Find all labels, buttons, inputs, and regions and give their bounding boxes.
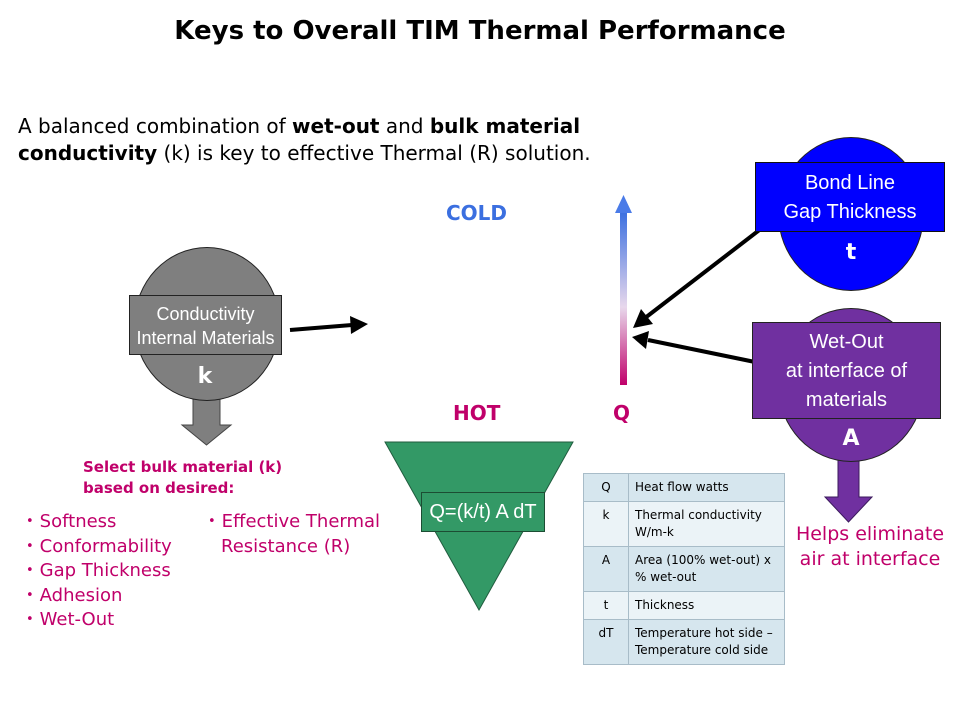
intro-bold-conductivity: bulk material conductivity xyxy=(18,114,581,165)
legend-meaning: Thickness xyxy=(628,591,785,620)
helps-text-line2: air at interface xyxy=(799,548,941,570)
helps-text-line1: Helps eliminate xyxy=(795,523,945,545)
intro-bold-wet-out: wet-out xyxy=(292,114,380,138)
legend-symbol: Q xyxy=(583,473,629,502)
select-heading: Select bulk material (k) based on desire… xyxy=(83,457,282,499)
list-item: Gap Thickness xyxy=(26,560,172,585)
legend-meaning: Area (100% wet-out) x % wet-out xyxy=(628,546,785,592)
conductivity-arrow-head xyxy=(350,316,368,334)
list-item: Conformability xyxy=(26,536,172,561)
bond-line-label-line1: Bond Line xyxy=(804,172,896,194)
legend-meaning: Temperature hot side – Temperature cold … xyxy=(628,619,785,665)
wet-out-label-line3: materials xyxy=(805,389,888,411)
select-heading-line1: Select bulk material (k) xyxy=(83,458,283,476)
t-letter: t xyxy=(845,240,857,265)
k-letter: k xyxy=(197,364,213,389)
legend-meaning: Heat flow watts xyxy=(628,473,785,502)
conductivity-label-box: Conductivity Internal Materials xyxy=(129,295,282,355)
list-item: Wet-Out xyxy=(26,609,172,634)
table-row: A Area (100% wet-out) x % wet-out xyxy=(583,546,785,592)
legend-symbol: t xyxy=(583,591,629,620)
conductivity-label-line1: Conductivity xyxy=(156,304,255,324)
intro-part3: (k) is key to effective Thermal (R) solu… xyxy=(157,141,591,165)
bond-line-label-line2: Gap Thickness xyxy=(783,201,917,223)
variable-legend-table: Q Heat flow watts k Thermal conductivity… xyxy=(583,473,785,665)
table-row: dT Temperature hot side – Temperature co… xyxy=(583,619,785,665)
desired-properties-list: Softness Conformability Gap Thickness Ad… xyxy=(26,511,172,634)
a-letter: A xyxy=(842,426,860,451)
wet-out-label-line2: at interface of xyxy=(785,360,908,382)
helps-text: Helps eliminate air at interface xyxy=(780,522,960,572)
intro-text: A balanced combination of wet-out and bu… xyxy=(18,113,658,167)
q-arrow-head xyxy=(615,195,632,213)
wet-out-label-box: Wet-Out at interface of materials xyxy=(752,322,941,419)
page-title: Keys to Overall TIM Thermal Performance xyxy=(174,16,786,46)
formula-text: Q=(k/t) A dT xyxy=(429,501,537,523)
k-down-arrow xyxy=(180,397,233,446)
bond-line-label-box: Bond Line Gap Thickness xyxy=(755,162,945,232)
result-property-line2: Resistance (R) xyxy=(221,535,351,557)
cold-label: COLD xyxy=(446,201,508,225)
bondline-arrow-line xyxy=(643,226,764,320)
result-property-line1: Effective Thermal xyxy=(221,511,381,532)
list-item: Adhesion xyxy=(26,585,172,610)
intro-part2: and xyxy=(379,114,430,138)
conductivity-arrow-line xyxy=(289,323,353,332)
hot-label: HOT xyxy=(453,401,501,425)
select-heading-line2: based on desired: xyxy=(83,479,235,497)
result-property: •Effective Thermal Resistance (R) xyxy=(208,511,381,557)
conductivity-label-line2: Internal Materials xyxy=(136,328,275,348)
q-arrow-shaft xyxy=(620,212,627,385)
q-label: Q xyxy=(613,401,631,425)
bondline-arrow-head xyxy=(633,309,653,328)
legend-symbol: A xyxy=(583,546,629,592)
legend-meaning: Thermal conductivity W/m-k xyxy=(628,501,785,547)
wetout-arrow-head xyxy=(632,331,649,349)
wet-out-label-line1: Wet-Out xyxy=(809,331,884,353)
wetout-arrow-line xyxy=(647,338,756,364)
table-row: k Thermal conductivity W/m-k xyxy=(583,501,785,547)
formula-box: Q=(k/t) A dT xyxy=(421,492,545,532)
table-row: t Thickness xyxy=(583,591,785,620)
list-item: Softness xyxy=(26,511,172,536)
intro-part1: A balanced combination of xyxy=(18,114,293,138)
legend-symbol: dT xyxy=(583,619,629,665)
legend-symbol: k xyxy=(583,501,629,547)
table-row: Q Heat flow watts xyxy=(583,473,785,502)
